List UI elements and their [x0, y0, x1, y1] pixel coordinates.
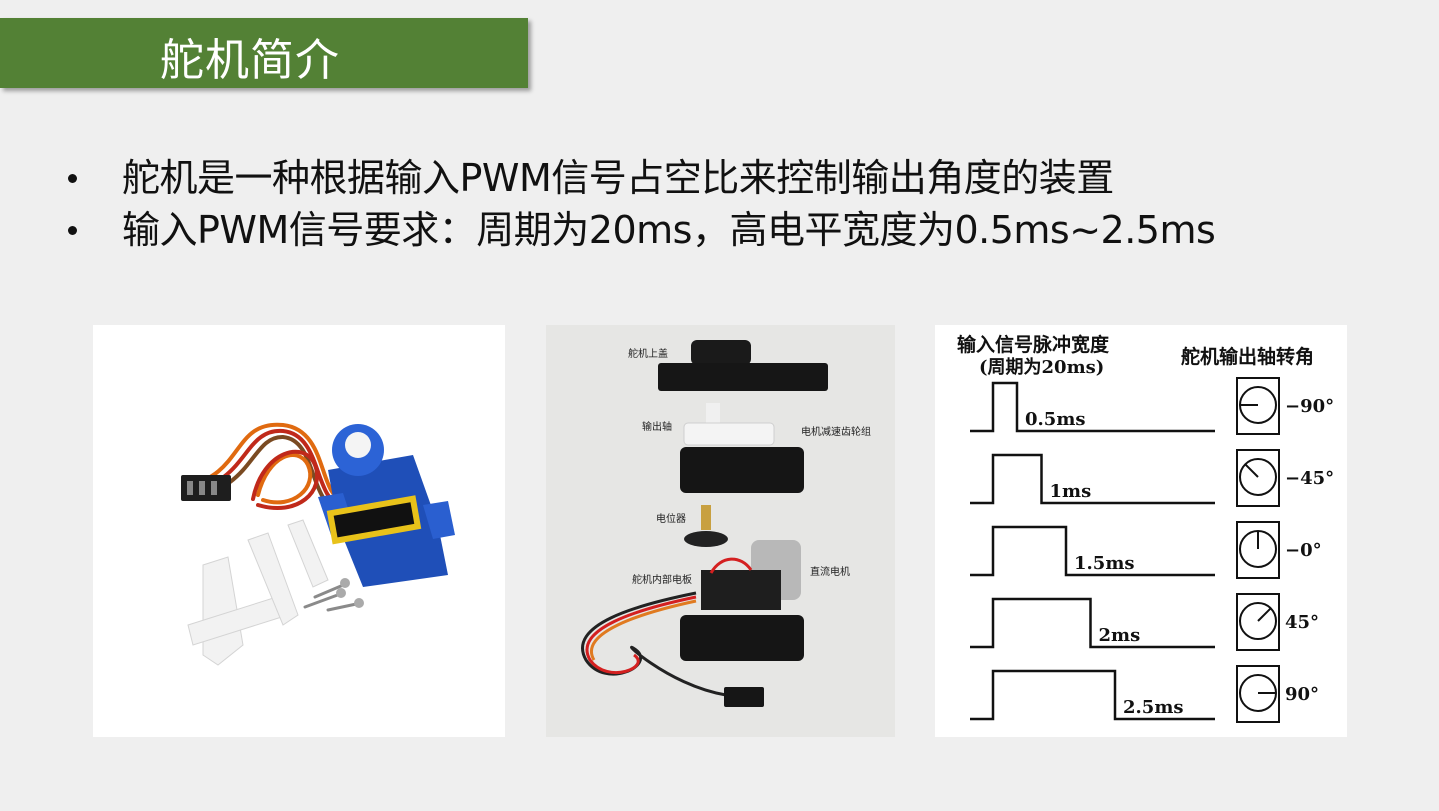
dial-pointer: [1244, 463, 1259, 478]
dial-circle: [1239, 602, 1277, 640]
pulse-waveform: [970, 597, 1215, 649]
dial-frame: [1236, 377, 1280, 435]
angle-label: 90°: [1285, 684, 1319, 705]
bullet-dot: [68, 174, 77, 183]
bullet-item: 舵机是一种根据输入PWM信号占空比来控制输出角度的装置: [66, 152, 1215, 204]
diagram-left-subheader: (周期为20ms): [979, 356, 1104, 378]
angle-label: −45°: [1285, 468, 1334, 489]
dial-circle: [1239, 458, 1277, 496]
label-output-shaft: 输出轴: [642, 420, 672, 433]
angle-label: −0°: [1285, 540, 1322, 561]
bullet-item: 输入PWM信号要求：周期为20ms，高电平宽度为0.5ms~2.5ms: [66, 204, 1216, 256]
angle-label: 45°: [1285, 612, 1319, 633]
pulse-width-label: 2ms: [1099, 625, 1141, 646]
pulse-width-label: 2.5ms: [1123, 697, 1184, 718]
pwm-angle-diagram: 输入信号脉冲宽度 (周期为20ms) 舵机输出轴转角 0.5ms −90° 1ms −…: [935, 325, 1347, 737]
bullet-text: 输入PWM信号要求：周期为20ms，高电平宽度为0.5ms~2.5ms: [122, 208, 1216, 252]
servo-product-image: [93, 325, 505, 737]
label-gear-set: 电机减速齿轮组: [801, 425, 871, 438]
bullet-list: 舵机是一种根据输入PWM信号占空比来控制输出角度的装置 输入PWM信号要求：周期…: [66, 152, 1216, 256]
dial-frame: [1236, 449, 1280, 507]
label-top-cover: 舵机上盖: [628, 347, 668, 360]
slide-title: 舵机简介: [160, 35, 340, 86]
pulse-waveform: [970, 381, 1215, 433]
diagram-left-header: 输入信号脉冲宽度: [957, 333, 1110, 356]
pulse-waveform: [970, 453, 1215, 505]
pulse-waveform: [970, 525, 1215, 577]
pulse-waveform: [970, 669, 1215, 721]
pulse-width-label: 1.5ms: [1074, 553, 1135, 574]
dial-frame: [1236, 521, 1280, 579]
label-potentiometer: 电位器: [656, 512, 686, 525]
diagram-right-header: 舵机输出轴转角: [1181, 345, 1314, 368]
label-circuit-board: 舵机内部电板: [632, 573, 692, 586]
bullet-dot: [68, 226, 77, 235]
angle-label: −90°: [1285, 396, 1334, 417]
pulse-width-label: 1ms: [1050, 481, 1092, 502]
servo-exploded-image: 舵机上盖 输出轴 电机减速齿轮组 电位器 直流电机 舵机内部电板: [546, 325, 895, 737]
label-dc-motor: 直流电机: [810, 565, 850, 578]
dial-frame: [1236, 665, 1280, 723]
dial-frame: [1236, 593, 1280, 651]
pulse-width-label: 0.5ms: [1025, 409, 1086, 430]
dial-pointer: [1257, 607, 1272, 622]
title-bar: 舵机简介: [0, 18, 528, 88]
bullet-text: 舵机是一种根据输入PWM信号占空比来控制输出角度的装置: [122, 156, 1114, 200]
